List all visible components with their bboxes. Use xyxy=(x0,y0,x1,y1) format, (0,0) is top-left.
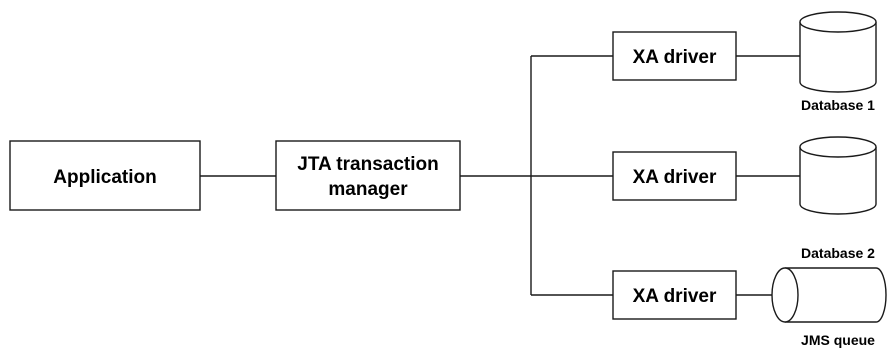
database-1-label: Database 1 xyxy=(801,97,875,113)
xa-driver-3-label: XA driver xyxy=(633,286,717,307)
xa-driver-3-node: XA driver xyxy=(612,270,737,320)
xa-driver-1-label: XA driver xyxy=(633,47,717,68)
database-1-node: Database 1 xyxy=(799,11,877,113)
xa-driver-2-label: XA driver xyxy=(633,167,717,188)
application-node: Application xyxy=(9,140,201,211)
transaction-manager-label-line1: JTA transaction xyxy=(297,154,438,175)
jms-queue-node: JMS queue xyxy=(771,267,887,348)
xa-driver-1-node: XA driver xyxy=(612,31,737,81)
database-2-label: Database 2 xyxy=(801,245,875,261)
queue-icon xyxy=(771,267,887,323)
transaction-manager-label-line2: manager xyxy=(328,179,408,200)
database-2-icon xyxy=(799,136,877,215)
database-1-icon xyxy=(799,11,877,93)
xa-driver-2-node: XA driver xyxy=(612,151,737,201)
transaction-manager-node: JTA transaction manager xyxy=(275,140,461,211)
application-label: Application xyxy=(53,167,156,188)
jms-queue-label: JMS queue xyxy=(801,332,875,348)
database-2-node: Database 2 xyxy=(799,136,877,261)
